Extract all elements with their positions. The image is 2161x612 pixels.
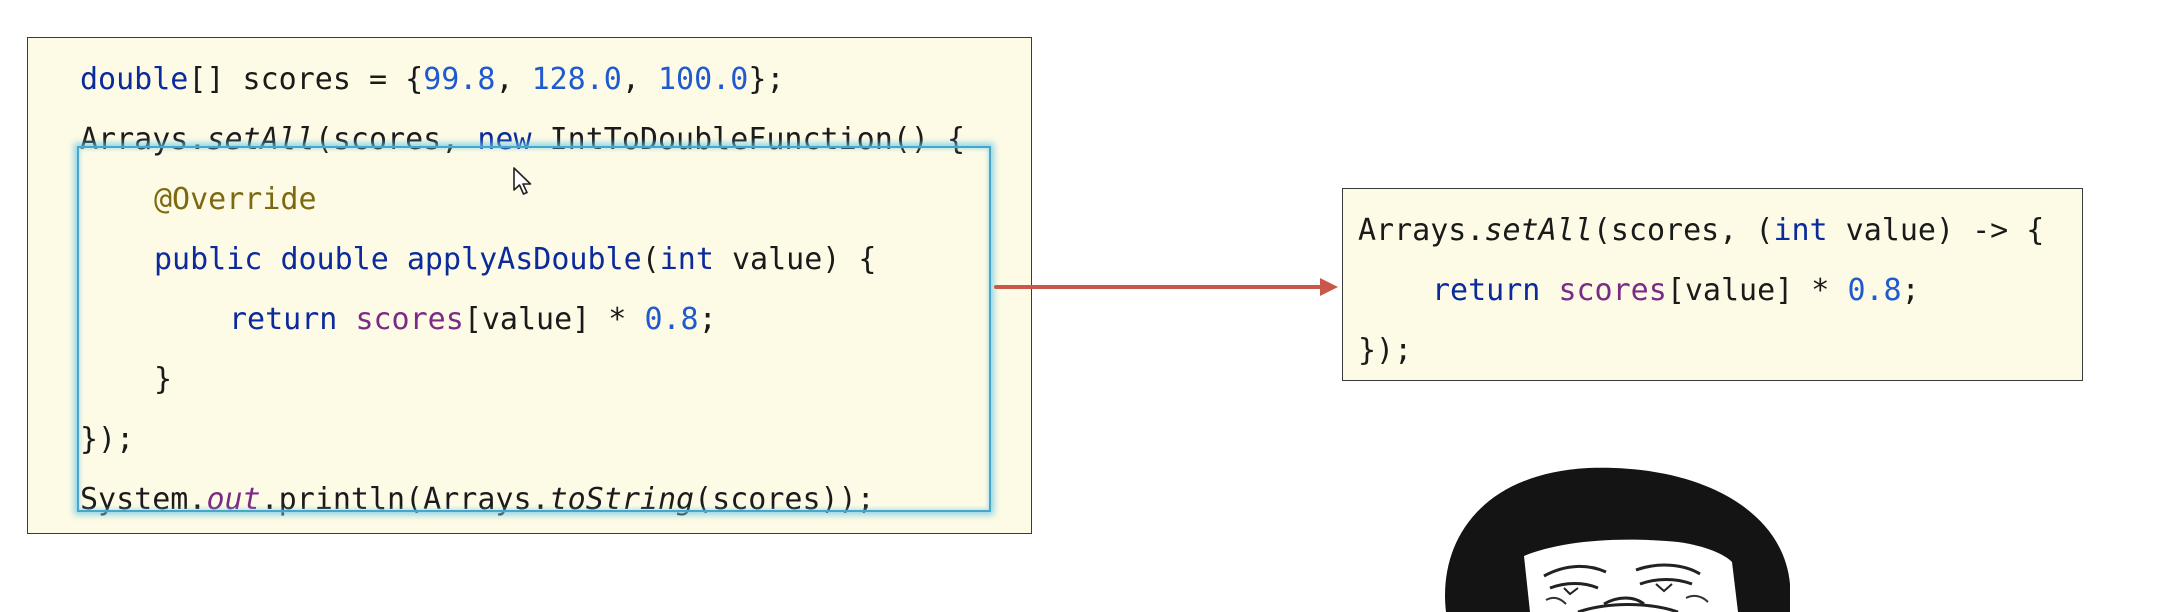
code-text: [] scores = { — [188, 62, 424, 97]
number-literal: 100.0 — [658, 62, 749, 97]
code-text: ( — [641, 242, 660, 277]
anonymous-class-code-panel: double[] scores = {99.8, 128.0, 100.0}; … — [27, 37, 1032, 534]
code-space — [262, 242, 280, 277]
code-text: .println(Arrays. — [260, 482, 550, 517]
mouse-pointer-icon — [513, 167, 532, 195]
number-literal: 128.0 — [531, 62, 622, 97]
code-line-setall-call: Arrays.setAll(scores, new IntToDoubleFun… — [80, 120, 965, 160]
keyword-double: double — [280, 242, 389, 277]
number-literal: 99.8 — [423, 62, 496, 97]
code-text: } — [154, 362, 173, 397]
code-line-lambda-return: return scores[value] * 0.8; — [1432, 271, 1920, 311]
code-space — [389, 242, 407, 277]
keyword-double: double — [80, 62, 189, 97]
number-literal: 0.8 — [1847, 273, 1902, 308]
variable-scores: scores — [1558, 273, 1667, 308]
code-text: (scores)); — [694, 482, 875, 517]
code-line-method-signature: public double applyAsDouble(int value) { — [154, 240, 877, 280]
code-line-override-annotation: @Override — [154, 180, 317, 220]
keyword-return: return — [1432, 273, 1541, 308]
lambda-code-panel: Arrays.setAll(scores, (int value) -> { r… — [1342, 188, 2083, 381]
code-text: }); — [1358, 333, 1413, 368]
code-line-method-close: } — [154, 360, 172, 400]
code-text: [value] * — [463, 302, 645, 337]
code-text: }; — [748, 62, 785, 97]
code-text: ; — [698, 302, 717, 337]
code-line-lambda-close: }); — [1358, 331, 1412, 371]
code-line-println: System.out.println(Arrays.toString(score… — [80, 480, 875, 520]
static-method-name: setAll — [206, 122, 315, 157]
code-text: , — [621, 62, 658, 97]
code-space — [337, 302, 355, 337]
code-text: System. — [80, 482, 207, 517]
code-text: value) { — [713, 242, 877, 277]
code-text: }); — [80, 422, 135, 457]
code-text: (scores, ( — [1592, 213, 1774, 248]
code-line-lambda-setall: Arrays.setAll(scores, (int value) -> { — [1358, 211, 2044, 251]
code-text: [value] * — [1666, 273, 1848, 308]
keyword-public: public — [154, 242, 263, 277]
static-method-name: toString — [549, 482, 695, 517]
right-arrow-icon — [994, 278, 1338, 296]
code-text: IntToDoubleFunction() { — [531, 122, 966, 157]
code-text: (scores, — [314, 122, 478, 157]
method-name: applyAsDouble — [406, 242, 642, 277]
code-text: value) -> { — [1827, 213, 2045, 248]
number-literal: 0.8 — [644, 302, 699, 337]
keyword-new: new — [477, 122, 532, 157]
code-line-scores-declaration: double[] scores = {99.8, 128.0, 100.0}; — [80, 60, 784, 100]
keyword-int: int — [659, 242, 714, 277]
code-text: Arrays. — [1358, 213, 1485, 248]
static-field-out: out — [206, 482, 261, 517]
code-space — [1540, 273, 1558, 308]
keyword-int: int — [1773, 213, 1828, 248]
variable-scores: scores — [355, 302, 464, 337]
code-line-return-statement: return scores[value] * 0.8; — [229, 300, 717, 340]
keyword-return: return — [229, 302, 338, 337]
code-text: Arrays. — [80, 122, 207, 157]
static-method-name: setAll — [1484, 213, 1593, 248]
code-line-call-close: }); — [80, 420, 134, 460]
code-text: ; — [1901, 273, 1920, 308]
code-text: , — [495, 62, 532, 97]
annotation-override: @Override — [154, 182, 317, 217]
meme-face-illustration — [1445, 467, 1790, 612]
